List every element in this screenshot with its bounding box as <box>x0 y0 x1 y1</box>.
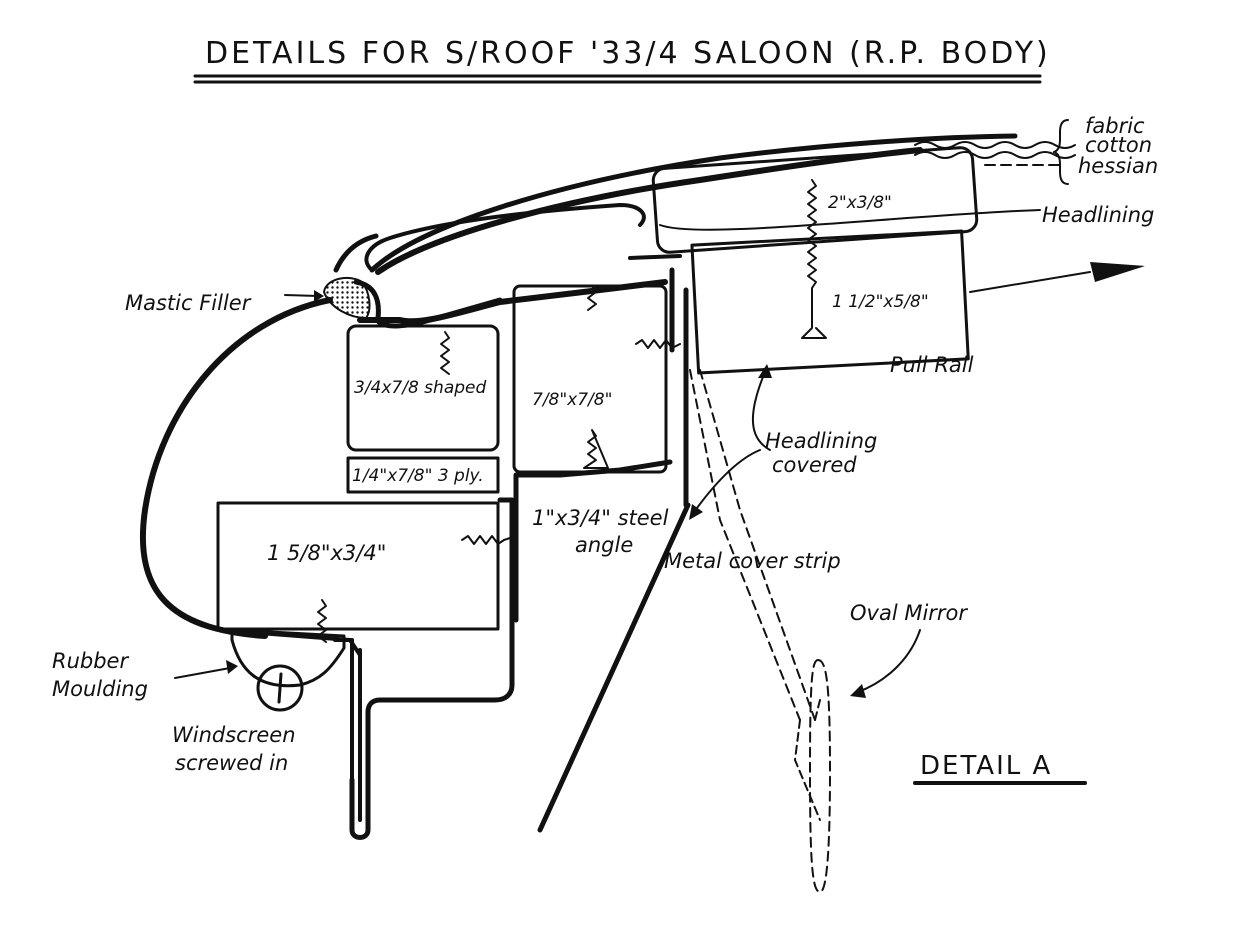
timber-pull-rail: 1 1/2"x5/8" <box>690 229 970 375</box>
oval-mirror-arrow <box>857 629 921 693</box>
roof-panel-inner <box>375 147 923 275</box>
windscreen-screw <box>256 664 304 712</box>
windscreen-screw-slot <box>277 672 283 704</box>
roof-frame-line <box>357 279 668 325</box>
label-steel-angle-2: angle <box>575 533 633 557</box>
timber-roof-rail: 2"x3/8" <box>651 146 979 254</box>
timber-header: 1 5/8"x3/4" <box>216 501 500 631</box>
detail-label: DETAIL A <box>920 751 1052 781</box>
label-rubber-moulding-2: Moulding <box>52 677 148 701</box>
timber-header-label: 1 5/8"x3/4" <box>267 541 386 565</box>
timber-shaped: 3/4x7/8 shaped <box>346 324 500 452</box>
screw-roof-rail <box>801 179 827 339</box>
label-mastic-filler: Mastic Filler <box>125 291 252 315</box>
screw-shaped <box>440 331 450 375</box>
timber-shaped-label: 3/4x7/8 shaped <box>354 378 486 398</box>
mirror-arm <box>689 369 816 721</box>
lower-channel-inner <box>333 638 362 832</box>
roof-panel-outer <box>369 133 1018 273</box>
drawing-title: DETAILS FOR S/ROOF '33/4 SALOON (R.P. BO… <box>205 36 1051 71</box>
label-oval-mirror: Oval Mirror <box>850 601 968 625</box>
timber-roof-rail-label: 2"x3/8" <box>828 193 892 213</box>
label-hessian: hessian <box>1078 154 1158 178</box>
steel-angle <box>513 459 673 623</box>
metal-cover-strip <box>537 502 691 833</box>
oval-mirror-head <box>850 684 866 698</box>
screw-center-bottom <box>583 429 609 469</box>
timber-ply: 1/4"x7/8" 3 ply. <box>346 456 500 494</box>
label-steel-angle-1: 1"x3/4" steel <box>532 506 669 530</box>
roof-frame-line-2 <box>628 254 682 260</box>
label-headlining: Headlining <box>1042 203 1154 227</box>
timber-center-block: 7/8"x7/8" <box>512 284 668 474</box>
pull-rail-leader <box>751 371 771 451</box>
pull-rail-leader-head <box>758 364 772 378</box>
pull-rail-arrowhead <box>1090 262 1145 282</box>
fabric-layer <box>914 141 1076 149</box>
metal-strip-vertical <box>669 267 689 508</box>
lower-channel <box>349 497 515 840</box>
label-headlining-covered-1: Headlining <box>765 429 877 453</box>
timber-ply-label: 1/4"x7/8" 3 ply. <box>352 466 484 486</box>
screw-center-top <box>587 285 597 311</box>
headlining-covered-head <box>689 504 703 520</box>
rubber-moulding <box>230 628 346 688</box>
mastic-filler <box>322 276 371 320</box>
moulding-cap <box>218 628 362 657</box>
label-cotton: cotton <box>1085 133 1152 157</box>
label-fabric: fabric <box>1085 114 1145 138</box>
label-windscreen-1: Windscreen <box>172 723 296 747</box>
label-headlining-covered-2: covered <box>772 453 857 477</box>
label-pull-rail: Pull Rail <box>890 353 974 377</box>
label-metal-cover-strip: Metal cover strip <box>664 549 841 573</box>
drip-moulding <box>364 203 646 272</box>
mirror-bracket <box>794 699 821 821</box>
headlining-leader <box>659 209 1041 231</box>
rubber-moulding-arrow <box>174 667 231 679</box>
timber-center-label: 7/8"x7/8" <box>532 390 612 410</box>
front-header-curve <box>139 297 333 639</box>
pull-rail-arrow <box>969 271 1091 293</box>
mastic-arrow <box>284 294 319 297</box>
cotton-layer <box>914 151 1076 159</box>
layers-brace <box>1053 119 1069 185</box>
oval-mirror <box>809 659 831 893</box>
mastic-arrowhead <box>314 290 324 302</box>
label-windscreen-2: screwed in <box>175 751 288 775</box>
headlining-covered-arrow <box>693 449 761 513</box>
label-rubber-moulding-1: Rubber <box>52 649 129 673</box>
screw-steel-angle <box>461 535 517 545</box>
rubber-moulding-head <box>226 660 238 674</box>
timber-pull-rail-label: 1 1/2"x5/8" <box>832 292 929 312</box>
